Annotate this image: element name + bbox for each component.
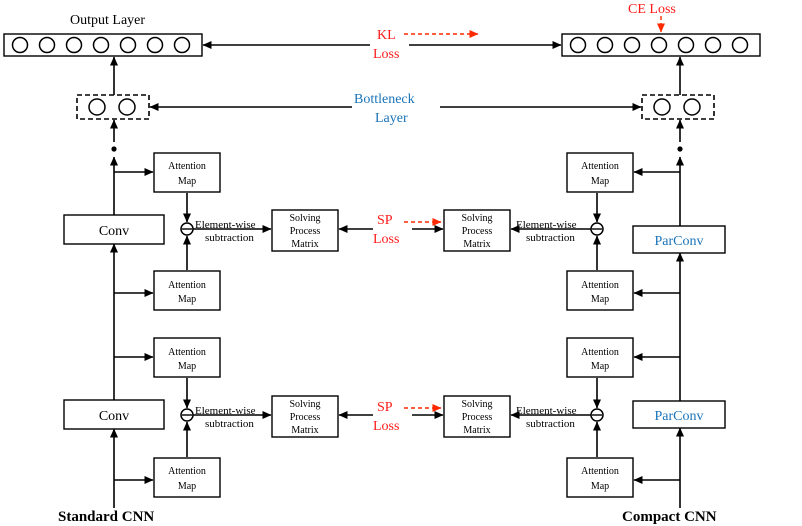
svg-text:subtraction: subtraction — [526, 418, 575, 430]
attention-map-right-2: Attention Map — [566, 270, 634, 311]
attention-map-left-1: Attention Map — [153, 152, 221, 193]
attention-map-left-2: Attention Map — [153, 270, 221, 311]
svg-text:Process: Process — [290, 226, 321, 237]
svg-text:Solving: Solving — [461, 399, 492, 410]
parconv-box-lower: ParConv — [632, 400, 726, 429]
conv-label: Conv — [99, 224, 129, 239]
svg-text:Matrix: Matrix — [463, 425, 490, 436]
bottleneck-label-bottom: Layer — [375, 111, 408, 126]
svg-text:subtraction: subtraction — [205, 418, 254, 430]
solving-process-matrix-left-lower: Solving Process Matrix — [271, 395, 339, 438]
svg-text:Map: Map — [178, 176, 196, 187]
parconv-label: ParConv — [655, 234, 704, 249]
svg-text:Map: Map — [591, 176, 609, 187]
output-layer-label: Output Layer — [70, 13, 145, 28]
svg-text:Map: Map — [178, 294, 196, 305]
subtract-node-left-upper — [180, 222, 194, 236]
solving-process-matrix-right-lower: Solving Process Matrix — [443, 395, 511, 438]
sp-loss-upper-top: SP — [377, 213, 393, 228]
solving-process-matrix-left-upper: Solving Process Matrix — [271, 209, 339, 252]
svg-text:Process: Process — [462, 412, 493, 423]
sp-loss-upper-bottom: Loss — [373, 232, 399, 247]
svg-text:Attention: Attention — [581, 280, 619, 291]
ce-loss-label: CE Loss — [628, 2, 676, 17]
standard-cnn-label: Standard CNN — [58, 509, 154, 525]
compact-cnn-label: Compact CNN — [622, 509, 717, 525]
attention-map-left-4: Attention Map — [153, 457, 221, 498]
svg-text:Element-wise: Element-wise — [195, 219, 256, 231]
output-layer-left — [3, 33, 203, 57]
sp-loss-lower-top: SP — [377, 400, 393, 415]
svg-text:Matrix: Matrix — [463, 239, 490, 250]
svg-text:Solving: Solving — [461, 213, 492, 224]
sp-loss-lower-bottom: Loss — [373, 419, 399, 434]
conv-box-lower: Conv — [63, 399, 165, 430]
svg-text:Attention: Attention — [168, 466, 206, 477]
svg-text:Matrix: Matrix — [291, 425, 318, 436]
kl-loss-label-bottom: Loss — [373, 47, 399, 62]
parconv-box-upper: ParConv — [632, 225, 726, 254]
output-layer-right — [561, 33, 761, 57]
conv-label: Conv — [99, 409, 129, 424]
svg-text:subtraction: subtraction — [205, 232, 254, 244]
svg-text:Element-wise: Element-wise — [195, 405, 256, 417]
svg-text:subtraction: subtraction — [526, 232, 575, 244]
svg-text:Map: Map — [178, 481, 196, 492]
subtract-node-left-lower — [180, 408, 194, 422]
svg-text:Matrix: Matrix — [291, 239, 318, 250]
svg-text:Attention: Attention — [168, 161, 206, 172]
svg-text:Attention: Attention — [581, 161, 619, 172]
kl-loss-label-top: KL — [377, 28, 396, 43]
svg-text:Map: Map — [591, 361, 609, 372]
parconv-label: ParConv — [655, 409, 704, 424]
bottleneck-label-top: Bottleneck — [354, 92, 415, 107]
svg-text:Attention: Attention — [581, 347, 619, 358]
svg-text:Element-wise: Element-wise — [516, 405, 577, 417]
svg-text:Map: Map — [591, 481, 609, 492]
svg-text:Solving: Solving — [289, 213, 320, 224]
attention-map-right-4: Attention Map — [566, 457, 634, 498]
svg-text:Attention: Attention — [168, 347, 206, 358]
svg-text:Attention: Attention — [168, 280, 206, 291]
subtract-node-right-lower — [590, 408, 604, 422]
svg-text:Attention: Attention — [581, 466, 619, 477]
svg-text:Process: Process — [290, 412, 321, 423]
ellipsis-dot-left — [111, 146, 117, 152]
subtract-node-right-upper — [590, 222, 604, 236]
attention-map-right-1: Attention Map — [566, 152, 634, 193]
solving-process-matrix-right-upper: Solving Process Matrix — [443, 209, 511, 252]
bottleneck-right — [641, 94, 715, 120]
svg-text:Process: Process — [462, 226, 493, 237]
attention-map-right-3: Attention Map — [566, 337, 634, 378]
bottleneck-left — [76, 94, 150, 120]
svg-text:Solving: Solving — [289, 399, 320, 410]
conv-box-upper: Conv — [63, 214, 165, 245]
ellipsis-dot-right — [677, 146, 683, 152]
svg-text:Element-wise: Element-wise — [516, 219, 577, 231]
svg-text:Map: Map — [591, 294, 609, 305]
attention-map-left-3: Attention Map — [153, 337, 221, 378]
svg-text:Map: Map — [178, 361, 196, 372]
